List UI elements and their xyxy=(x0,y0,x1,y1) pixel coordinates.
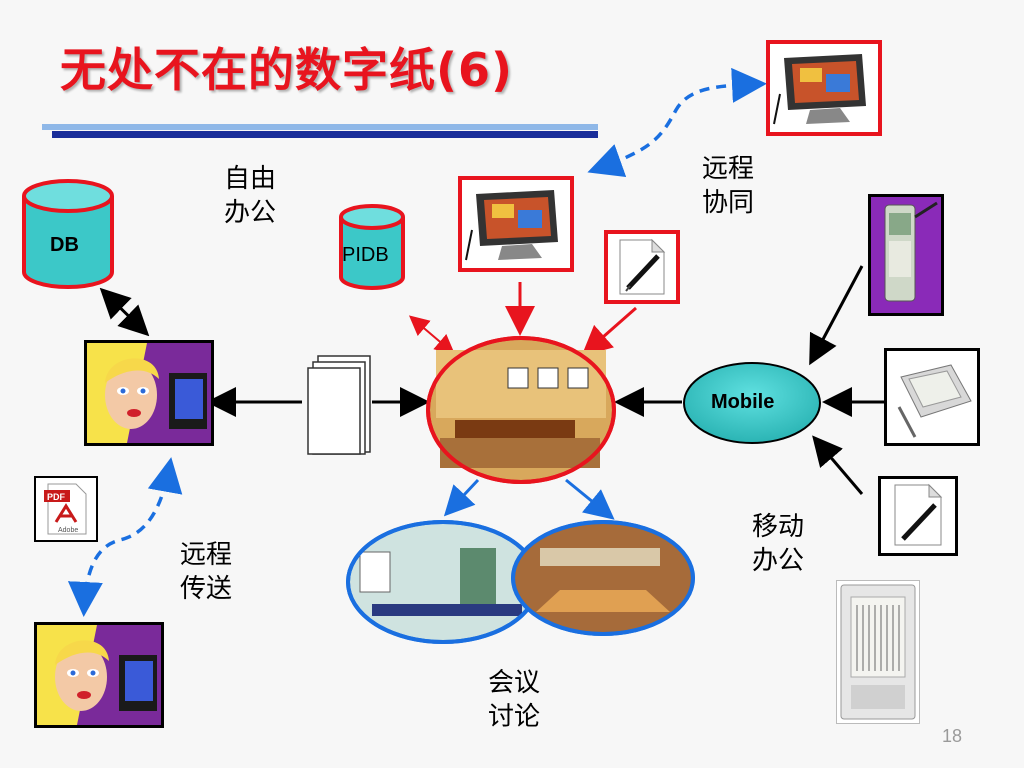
caption-remote-transfer-line2: 传送 xyxy=(180,574,233,604)
caption-free-office: 自由 办公 xyxy=(224,162,276,230)
office-ellipse[interactable] xyxy=(426,336,616,484)
ereader-icon xyxy=(840,584,916,720)
remote-user-image[interactable] xyxy=(34,622,164,728)
caption-mobile-office: 移动 办公 xyxy=(752,510,804,578)
pen-document-mobile-image[interactable] xyxy=(878,476,958,556)
pen-to-mobile-arrow xyxy=(812,435,864,495)
caption-meeting-line2: 讨论 xyxy=(488,702,541,732)
page-number: 18 xyxy=(941,726,962,746)
user-portrait-icon xyxy=(87,343,211,443)
pen-document-mobile-icon xyxy=(894,483,943,546)
page-title: 无处不在的数字纸(6) xyxy=(60,43,514,97)
caption-meeting-line1: 会议 xyxy=(488,668,541,698)
pen-document-icon xyxy=(619,238,666,295)
tablet-icon xyxy=(465,190,558,261)
caption-free-office-line2: 办公 xyxy=(224,198,277,228)
pda-icon xyxy=(897,364,972,438)
title-rule-dark xyxy=(52,131,598,138)
tablet-remote-icon xyxy=(773,54,866,125)
remote-user-portrait-icon xyxy=(37,625,161,725)
tablet-image-remote[interactable] xyxy=(766,40,882,136)
boardroom-ellipse xyxy=(511,520,695,636)
pdf-file-image[interactable]: PDF Adobe xyxy=(34,476,98,542)
remote-collab-dashed-arrow xyxy=(587,67,767,178)
title-rule-light xyxy=(42,124,598,130)
db-label: DB xyxy=(50,234,79,256)
office-to-boardroom-arrow xyxy=(565,478,615,520)
pidb-office-arrow xyxy=(408,315,456,355)
caption-remote-transfer: 远程 传送 xyxy=(180,538,232,606)
tablet-image-center[interactable] xyxy=(458,176,574,272)
caption-meeting: 会议 讨论 xyxy=(488,666,540,734)
pda-image[interactable] xyxy=(884,348,980,446)
caption-remote-transfer-line1: 远程 xyxy=(180,540,233,570)
smartphone-icon xyxy=(884,201,938,302)
mobile-ellipse xyxy=(683,362,821,444)
classroom-ellipse xyxy=(346,520,540,644)
pdf-icon: PDF Adobe xyxy=(44,483,87,535)
caption-mobile-office-line1: 移动 xyxy=(752,512,805,542)
office-to-classroom-arrow xyxy=(443,478,480,517)
caption-remote-collab-line1: 远程 xyxy=(702,154,755,184)
db-cylinder[interactable] xyxy=(22,179,114,289)
user-at-computer-image[interactable] xyxy=(84,340,214,446)
caption-remote-collab: 远程 协同 xyxy=(702,152,754,220)
pen-doc-to-office-arrow xyxy=(581,306,637,356)
pidb-label: PIDB xyxy=(342,244,389,266)
caption-mobile-office-line2: 办公 xyxy=(752,546,805,576)
adobe-label: Adobe xyxy=(58,527,78,534)
db-user-arrow xyxy=(99,287,150,337)
smartphone-image[interactable] xyxy=(868,194,944,316)
caption-free-office-line1: 自由 xyxy=(224,164,277,194)
phone-to-mobile-arrow xyxy=(809,265,864,366)
mobile-label: Mobile xyxy=(711,391,775,413)
pidb-cylinder[interactable] xyxy=(339,204,405,290)
pen-document-image[interactable] xyxy=(604,230,680,304)
documents-stack-icon xyxy=(307,355,371,455)
caption-remote-collab-line2: 协同 xyxy=(702,188,755,218)
ereader-image[interactable] xyxy=(836,580,920,724)
pdf-label: PDF xyxy=(47,492,66,502)
remote-transfer-dashed-arrow xyxy=(67,457,183,617)
